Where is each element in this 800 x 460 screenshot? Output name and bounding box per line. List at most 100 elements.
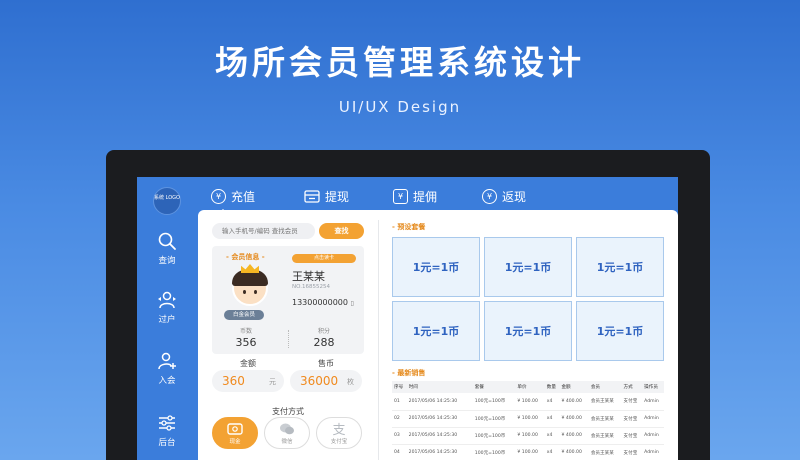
column-header: 套餐 bbox=[472, 381, 516, 393]
table-cell: Admin bbox=[642, 444, 664, 460]
table-cell: ¥ 100.00 bbox=[515, 393, 545, 411]
settings-sliders-icon bbox=[159, 415, 175, 431]
package-tile[interactable]: 1元=1币 bbox=[576, 301, 664, 361]
pay-option-label: 现金 bbox=[229, 439, 241, 445]
table-cell: ¥ 400.00 bbox=[559, 444, 589, 460]
table-cell: 2017/05/06 14:25:30 bbox=[406, 410, 473, 428]
payment-method-label: 支付方式 bbox=[272, 407, 304, 416]
member-info-card: - 会员信息 - 白金会员 点击读卡 王某某 NO.16855254 13300… bbox=[212, 246, 364, 354]
tab-label: 充值 bbox=[231, 189, 256, 204]
package-tile[interactable]: 1元=1币 bbox=[484, 237, 572, 297]
stat-divider bbox=[288, 330, 289, 348]
commission-icon: ¥ bbox=[393, 188, 408, 204]
panel-divider bbox=[378, 220, 379, 460]
sidebar-item-backend[interactable]: 后台 bbox=[137, 413, 197, 448]
table-cell: 2017/05/06 14:25:30 bbox=[406, 427, 473, 445]
table-cell: 支付宝 bbox=[621, 444, 643, 460]
table-cell: 100元=100币 bbox=[472, 427, 516, 445]
table-cell: 会员王某某 bbox=[588, 427, 622, 445]
package-tile[interactable]: 1元=1币 bbox=[484, 301, 572, 361]
sidebar-item-join[interactable]: 入会 bbox=[137, 351, 197, 386]
cashback-icon: ¥ bbox=[482, 188, 497, 204]
table-cell: x4 bbox=[544, 427, 560, 445]
tab-withdraw[interactable]: 提现 bbox=[304, 186, 349, 206]
pay-option-label: 微信 bbox=[281, 439, 293, 445]
table-cell: ¥ 400.00 bbox=[559, 410, 589, 428]
table-cell: 02 bbox=[392, 410, 407, 428]
package-tile[interactable]: 1元=1币 bbox=[576, 237, 664, 297]
tab-commission[interactable]: ¥ 提佣 bbox=[393, 186, 437, 206]
table-cell: 2017/05/06 14:25:30 bbox=[406, 393, 473, 411]
system-logo: 系统 LOGO bbox=[153, 187, 181, 215]
table-cell: 100元=100币 bbox=[472, 410, 516, 428]
crown-icon bbox=[241, 264, 259, 273]
sidebar-item-label: 入会 bbox=[158, 376, 176, 386]
package-tile[interactable]: 1元=1币 bbox=[392, 237, 480, 297]
table-cell: 01 bbox=[392, 393, 407, 411]
sidebar-item-label: 过户 bbox=[158, 315, 176, 325]
table-cell: ¥ 100.00 bbox=[515, 427, 545, 445]
package-grid: 1元=1币 1元=1币 1元=1币 1元=1币 1元=1币 1元=1币 bbox=[392, 237, 664, 363]
pay-cash-button[interactable]: 现金 bbox=[212, 417, 258, 449]
table-cell: 2017/05/06 14:25:30 bbox=[406, 444, 473, 460]
points-label: 积分 bbox=[317, 328, 330, 335]
alipay-icon: 支 bbox=[332, 423, 345, 436]
table-cell: 会员王某某 bbox=[588, 410, 622, 428]
table-cell: 支付宝 bbox=[621, 410, 643, 428]
table-cell: ¥ 100.00 bbox=[515, 444, 545, 460]
tab-label: 返现 bbox=[502, 189, 527, 204]
member-phone: 13300000000 ▯ bbox=[292, 298, 354, 307]
hero-title: 场所会员管理系统设计 bbox=[215, 43, 585, 82]
member-name: 王某某 bbox=[292, 270, 325, 283]
tab-recharge[interactable]: ¥ 充值 bbox=[211, 186, 255, 206]
search-button[interactable]: 查找 bbox=[319, 223, 364, 239]
tab-label: 提现 bbox=[325, 189, 350, 204]
coins-sale-value: 36000 bbox=[300, 374, 339, 388]
sidebar-item-search[interactable]: 查询 bbox=[137, 231, 197, 266]
column-header: 数量 bbox=[544, 381, 560, 393]
table-cell: 100元=100币 bbox=[472, 393, 516, 411]
amount-field[interactable]: 360 元 bbox=[212, 370, 284, 392]
table-cell: 会员王某某 bbox=[588, 444, 622, 460]
table-cell: 支付宝 bbox=[621, 393, 643, 411]
coins-sale-label: 售币 bbox=[318, 359, 334, 368]
sidebar: 系统 LOGO 查询 过户 入会 bbox=[137, 177, 197, 460]
member-number: NO.16855254 bbox=[292, 284, 330, 290]
column-header: 时间 bbox=[406, 381, 473, 393]
pay-wechat-button[interactable]: 微信 bbox=[264, 417, 310, 449]
table-cell: Admin bbox=[642, 427, 664, 445]
member-search-input[interactable] bbox=[212, 223, 315, 239]
phone-icon: ▯ bbox=[350, 300, 354, 307]
amount-label: 金额 bbox=[240, 359, 256, 368]
amount-value: 360 bbox=[222, 374, 245, 388]
table-cell: 支付宝 bbox=[621, 427, 643, 445]
package-tile[interactable]: 1元=1币 bbox=[392, 301, 480, 361]
pay-option-label: 支付宝 bbox=[330, 439, 348, 445]
points-value: 288 bbox=[313, 336, 335, 349]
member-info-title: - 会员信息 - bbox=[226, 253, 265, 261]
amount-unit: 元 bbox=[269, 378, 276, 386]
yen-coin-icon: ¥ bbox=[211, 188, 226, 204]
tab-label: 提佣 bbox=[413, 189, 438, 204]
search-icon bbox=[158, 232, 176, 250]
table-cell: x4 bbox=[544, 444, 560, 460]
table-cell: 03 bbox=[392, 427, 407, 445]
table-cell: 100元=100币 bbox=[472, 444, 516, 460]
read-card-button[interactable]: 点击读卡 bbox=[292, 254, 356, 263]
column-header: 操作员 bbox=[642, 381, 664, 393]
coins-sale-field[interactable]: 36000 枚 bbox=[290, 370, 362, 392]
member-phone-text: 13300000000 bbox=[292, 298, 348, 307]
transfer-user-icon bbox=[158, 291, 176, 309]
table-cell: x4 bbox=[544, 393, 560, 411]
sidebar-item-transfer[interactable]: 过户 bbox=[137, 290, 197, 325]
column-header: 金额 bbox=[559, 381, 589, 393]
tab-cashback[interactable]: ¥ 返现 bbox=[482, 186, 526, 206]
pay-alipay-button[interactable]: 支 支付宝 bbox=[316, 417, 362, 449]
add-user-icon bbox=[158, 352, 176, 370]
app-screen: 系统 LOGO 查询 过户 入会 bbox=[137, 177, 678, 460]
